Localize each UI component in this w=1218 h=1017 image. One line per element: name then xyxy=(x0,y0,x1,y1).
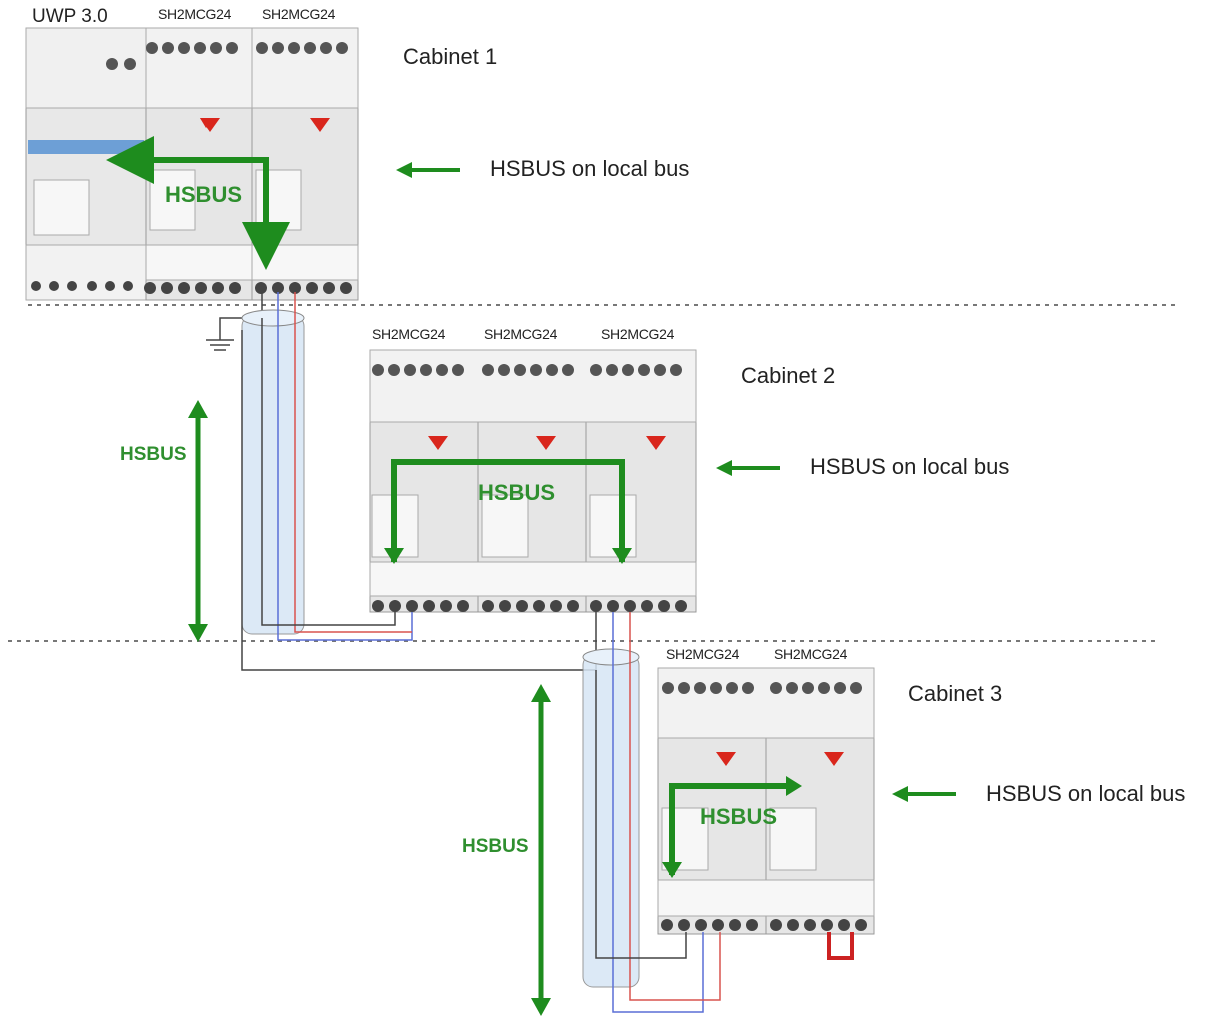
local-bus-note-1: HSBUS on local bus xyxy=(490,156,690,181)
module-label-c1-1: SH2MCG24 xyxy=(158,6,232,22)
cabinet-3-label: Cabinet 3 xyxy=(908,681,1003,706)
cabinet-2-devices xyxy=(369,349,697,613)
module-label-c3-2: SH2MCG24 xyxy=(774,646,848,662)
local-bus-note-3: HSBUS on local bus xyxy=(986,781,1186,806)
hsbus-label-link-1: HSBUS xyxy=(120,444,187,465)
module-label-c1-2: SH2MCG24 xyxy=(262,6,336,22)
inter-cabinet-arrow-1 xyxy=(188,400,208,642)
bus-cables xyxy=(206,292,721,1013)
local-bus-note-2: HSBUS on local bus xyxy=(810,454,1010,479)
cabinet-3-devices xyxy=(657,667,875,960)
cabinet-2-label: Cabinet 2 xyxy=(741,363,836,388)
cabinet-2-local-bus-arrow xyxy=(391,459,625,562)
device-label-uwp: UWP 3.0 xyxy=(32,6,108,27)
note-pointer-arrows xyxy=(396,162,956,802)
module-label-c3-1: SH2MCG24 xyxy=(666,646,740,662)
inter-cabinet-arrow-2 xyxy=(531,684,551,1016)
cabinet-1-label: Cabinet 1 xyxy=(403,44,498,69)
hsbus-label-cabinet-2: HSBUS xyxy=(478,480,556,505)
cabinet-1-devices xyxy=(25,27,359,301)
hsbus-label-cabinet-3: HSBUS xyxy=(700,804,778,829)
module-label-c2-3: SH2MCG24 xyxy=(601,326,675,342)
module-label-c2-1: SH2MCG24 xyxy=(372,326,446,342)
cabinet-3-local-bus-arrow xyxy=(669,783,790,875)
module-label-c2-2: SH2MCG24 xyxy=(484,326,558,342)
terminator-jumper xyxy=(827,932,854,960)
hsbus-label-link-2: HSBUS xyxy=(462,836,529,857)
hsbus-label-cabinet-1: HSBUS xyxy=(165,182,243,207)
